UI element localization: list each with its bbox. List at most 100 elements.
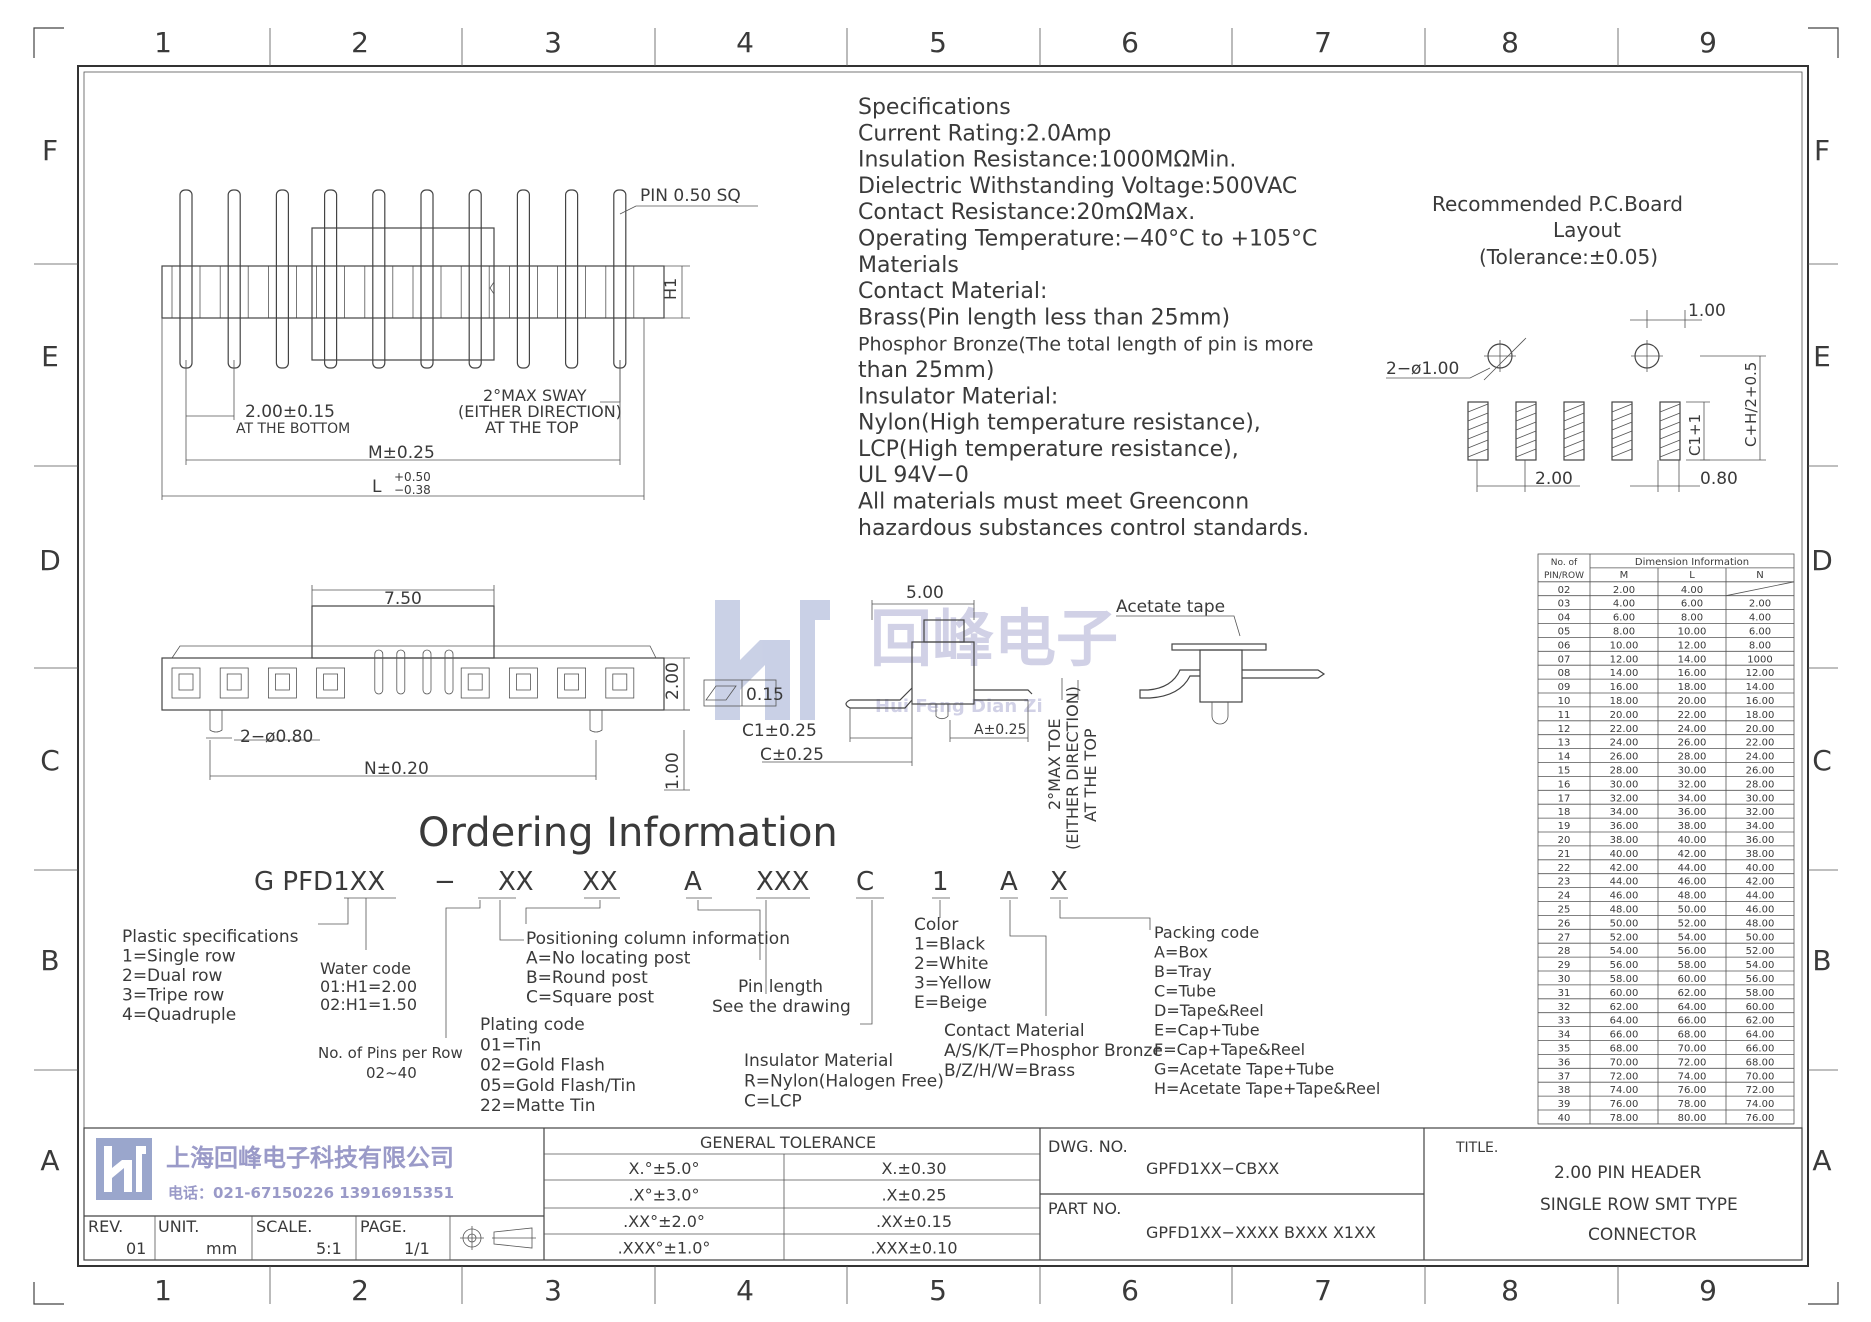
table-cell: 6.00 [1749, 627, 1771, 638]
table-cell: 15 [1558, 766, 1571, 777]
pitch-label: 2.00±0.15 [245, 402, 335, 422]
zone-row-A: A [40, 1144, 59, 1177]
pcb-pads [1467, 401, 1681, 461]
table-cell: 08 [1558, 668, 1571, 679]
table-cell: 38.00 [1678, 821, 1707, 832]
zone-col-4-bottom: 4 [736, 1274, 754, 1307]
title-block: 上海回峰电子科技有限公司 电话：021-67150226 13916915351… [83, 1127, 1803, 1261]
end-view-cap [923, 619, 965, 643]
contact-line-2: B/Z/H/W=Brass [944, 1061, 1075, 1081]
table-cell: 12.00 [1610, 654, 1639, 665]
pcb-title-3: (Tolerance:±0.05) [1479, 245, 1658, 269]
table-cell: 60.00 [1678, 974, 1707, 985]
packing-line-4: D=Tape&Reel [1154, 1001, 1264, 1020]
zone-col-6: 6 [1121, 26, 1139, 59]
zone-row-A-right: A [1812, 1144, 1831, 1177]
table-cell: 18.00 [1678, 682, 1707, 693]
zone-col-3: 3 [544, 26, 562, 59]
table-cell: 68.00 [1746, 1057, 1775, 1068]
acetate-body [1199, 649, 1243, 703]
table-cell: 26 [1558, 918, 1571, 929]
acetate-label: Acetate tape [1116, 597, 1225, 617]
side-cell [219, 667, 249, 699]
table-cell: 64.00 [1610, 1016, 1639, 1027]
table-cell: 40.00 [1746, 863, 1775, 874]
scale-value: 5:1 [316, 1239, 342, 1258]
table-cell: 20.00 [1746, 724, 1775, 735]
table-cell: 42.00 [1746, 877, 1775, 888]
table-cell: 60.00 [1746, 1002, 1775, 1013]
zone-col-2-bottom: 2 [351, 1274, 369, 1307]
plating-line-2: 02=Gold Flash [480, 1056, 605, 1076]
end-a-label: A±0.25 [974, 722, 1026, 738]
table-cell: 4.00 [1749, 613, 1771, 624]
table-cell: 42.00 [1610, 863, 1639, 874]
unit-value: mm [206, 1239, 237, 1258]
table-cell: 34.00 [1610, 807, 1639, 818]
spec-line-14: UL 94V−0 [858, 463, 969, 488]
table-cell: 17 [1558, 793, 1571, 804]
tolerance-linear-2: .XX±0.15 [876, 1212, 952, 1231]
sway-line-1: 2°MAX SWAY [483, 386, 587, 405]
table-cell: 34 [1558, 1030, 1571, 1041]
packing-line-2: B=Tray [1154, 962, 1212, 981]
table-cell: 02 [1558, 585, 1571, 596]
toe-line-1: 2°MAX TOE [1045, 719, 1064, 810]
table-cell: 60.00 [1610, 988, 1639, 999]
spec-line-5: Operating Temperature:−40°C to +105°C [858, 227, 1317, 252]
table-cell: 10.00 [1610, 640, 1639, 651]
l-tol-minus: −0.38 [394, 483, 431, 497]
scale-label: SCALE. [256, 1217, 312, 1236]
zone-row-E: E [41, 340, 59, 373]
table-cell: 54.00 [1678, 932, 1707, 943]
spec-line-7: Contact Material: [858, 279, 1047, 304]
water-line-0: Water code [320, 959, 411, 978]
table-cell: 58.00 [1678, 960, 1707, 971]
plating-line-0: Plating code [480, 1015, 585, 1035]
color-line-0: Color [914, 915, 958, 935]
header-pin [468, 189, 482, 369]
ordering-packing: Packing codeA=BoxB=TrayC=TubeD=Tape&Reel… [1154, 923, 1380, 1098]
plating-line-1: 01=Tin [480, 1035, 541, 1055]
header-pin [420, 189, 434, 369]
zone-col-6-bottom: 6 [1121, 1274, 1139, 1307]
table-cell: 05 [1558, 627, 1571, 638]
table-cell: 74.00 [1746, 1099, 1775, 1110]
table-cell: 32.00 [1610, 793, 1639, 804]
rev-label: REV. [88, 1217, 123, 1236]
unit-label: UNIT. [158, 1217, 199, 1236]
code-part-5: XXX [756, 867, 809, 897]
table-cell: 78.00 [1610, 1113, 1639, 1124]
table-cell: 28 [1558, 946, 1571, 957]
side-view-cells [171, 649, 635, 699]
insulator-line-0: Insulator Material [744, 1051, 893, 1071]
post-dim-label: 2−ø0.80 [240, 727, 313, 747]
page-value: 1/1 [404, 1239, 430, 1258]
table-col-header-1: No. of [1551, 558, 1578, 568]
table-cell: 06 [1558, 640, 1571, 651]
toe-line-2: (EITHER DIRECTION) [1063, 686, 1082, 850]
tolerance-linear-0: X.±0.30 [881, 1159, 946, 1178]
table-cell: 20 [1558, 835, 1571, 846]
plating-line-4: 22=Matte Tin [480, 1096, 596, 1116]
table-cell: 56.00 [1746, 974, 1775, 985]
l-tol-plus: +0.50 [394, 470, 431, 484]
insulator-line-2: C=LCP [744, 1092, 802, 1112]
code-part-8: A [1000, 867, 1018, 897]
acetate-tape [1171, 643, 1267, 651]
table-cell: 22.00 [1746, 738, 1775, 749]
table-cell: 70.00 [1610, 1057, 1639, 1068]
zone-col-8: 8 [1501, 26, 1519, 59]
table-cell: 68.00 [1678, 1030, 1707, 1041]
table-cell: 74.00 [1610, 1085, 1639, 1096]
spec-line-2: Insulation Resistance:1000MΩMin. [858, 148, 1236, 173]
spec-line-1: Current Rating:2.0Amp [858, 121, 1111, 146]
table-cell: 28.00 [1678, 752, 1707, 763]
table-cell: 30 [1558, 974, 1571, 985]
